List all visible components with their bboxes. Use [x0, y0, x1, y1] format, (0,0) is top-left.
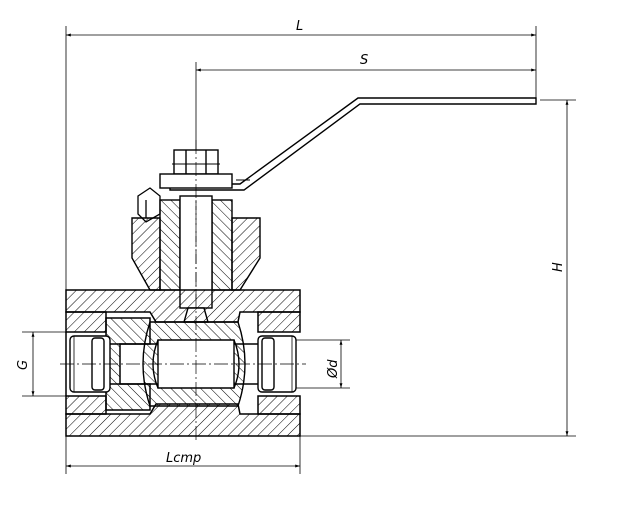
label-l: L	[296, 19, 303, 34]
label-lcmp: Lcmp	[166, 451, 201, 466]
flow-passage	[110, 343, 258, 385]
dimension-lcmp: Lcmp	[65, 436, 301, 474]
stopper-lug	[137, 187, 161, 223]
label-s: S	[360, 53, 368, 68]
dimension-s: S	[195, 53, 536, 155]
dimension-l: L	[65, 19, 537, 290]
valve-body	[65, 289, 301, 437]
label-h: H	[551, 262, 566, 272]
label-g: G	[16, 360, 31, 370]
dimension-h: H	[300, 99, 576, 437]
center-lines	[60, 140, 306, 440]
label-d: Ød	[326, 359, 341, 379]
lever-handle	[169, 97, 537, 191]
